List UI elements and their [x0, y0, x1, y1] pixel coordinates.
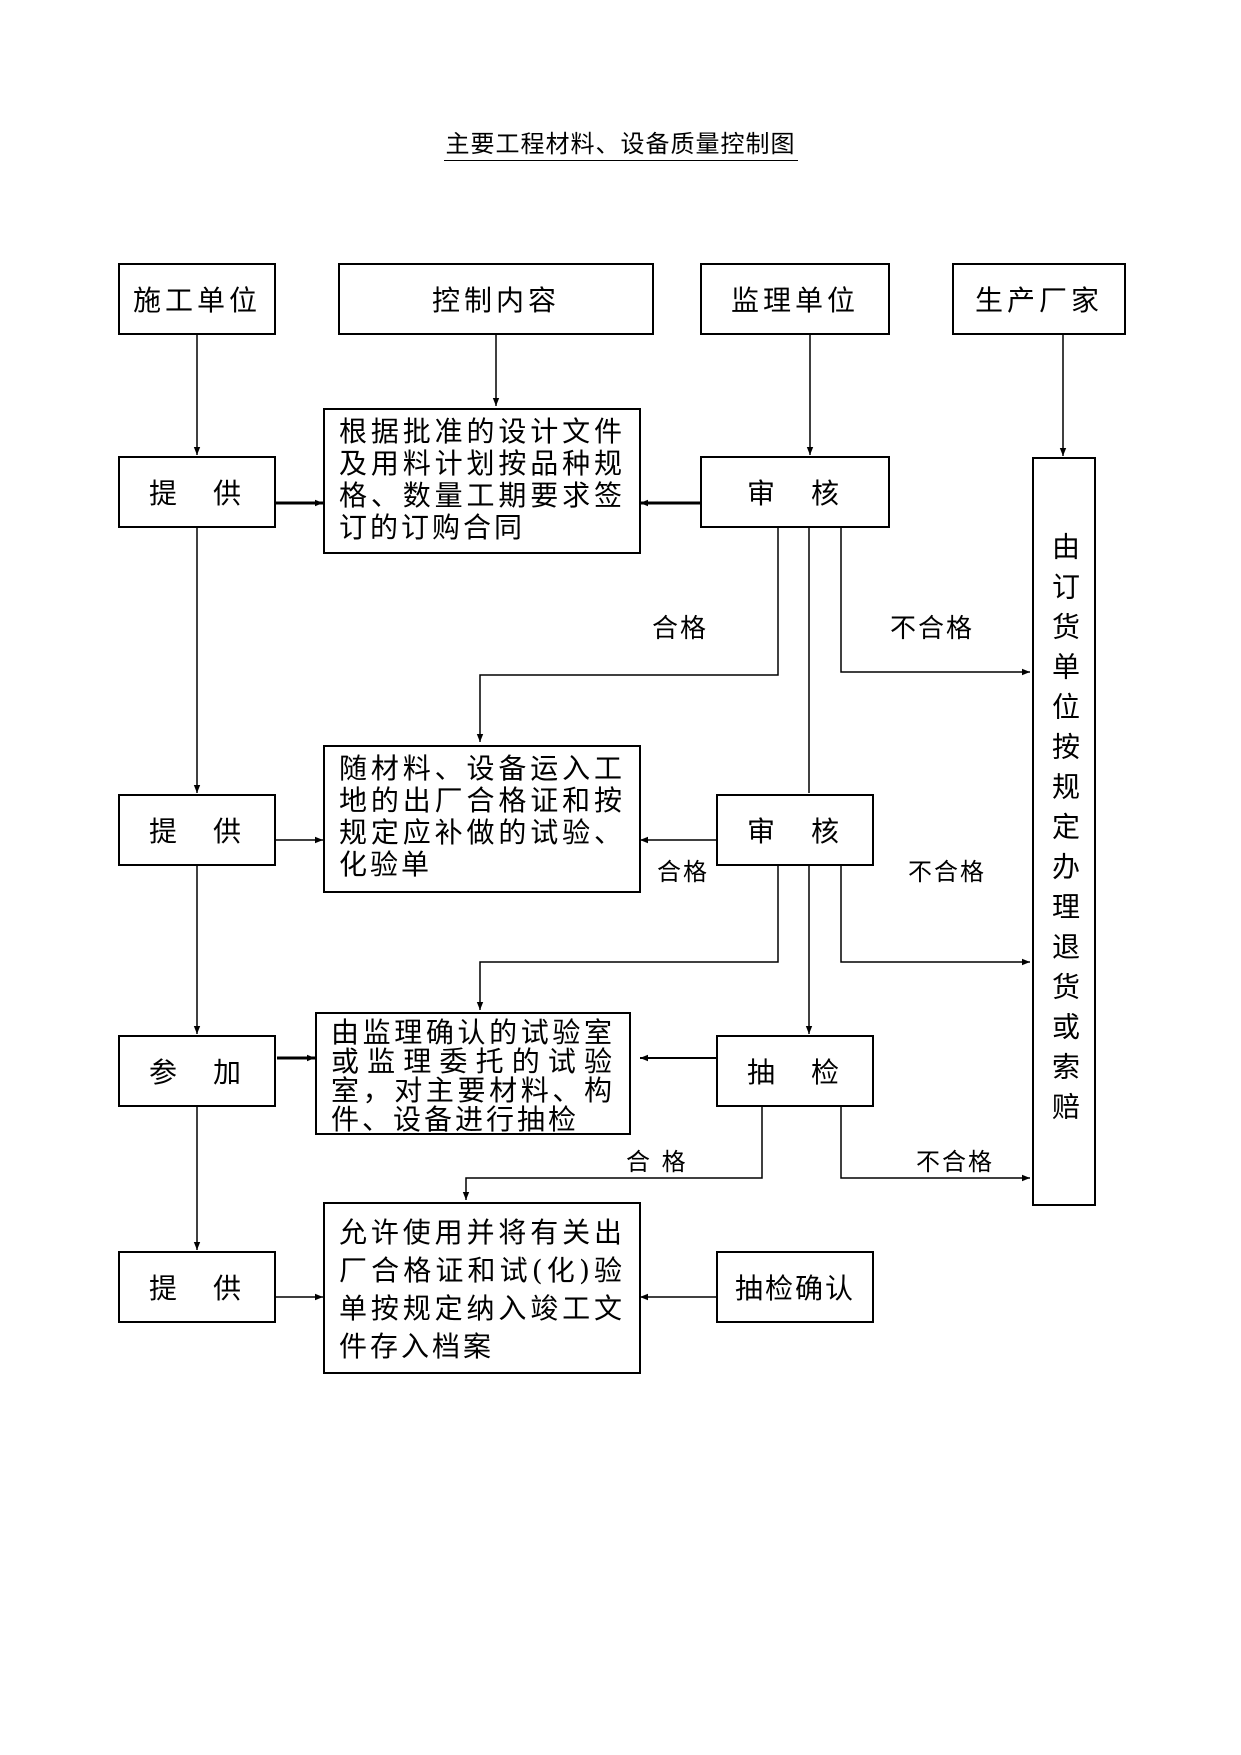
header-contractor-label: 施工单位: [132, 284, 261, 317]
route-fail-1: [840, 527, 1030, 676]
content-step-archive: 允许使用并将有关出厂合格证和试(化)验单按规定纳入竣工文件存入档案: [323, 1202, 641, 1374]
supervisor-step-sampling: 抽 检: [716, 1035, 874, 1107]
edge-label-fail-1: 不合格: [890, 614, 975, 644]
content-step-contract: 根据批准的设计文件及用料计划按品种规格、数量工期要求签订的订购合同: [323, 408, 641, 554]
supervisor-step-label: 审 核: [746, 815, 843, 848]
contractor-step-label: 提 供: [148, 815, 245, 848]
supervisor-step-label: 审 核: [746, 477, 843, 510]
edge-label-pass-3: 合 格: [626, 1148, 688, 1176]
contractor-step-label: 参 加: [148, 1056, 245, 1089]
contractor-step-participate: 参 加: [118, 1035, 276, 1107]
diagram-title-text: 主要工程材料、设备质量控制图: [443, 130, 798, 161]
supervisor-step-label: 抽检确认: [734, 1272, 855, 1305]
edge-label-fail-2: 不合格: [908, 858, 986, 886]
manufacturer-action: 由订货单位按规定办理退货或索赔: [1032, 457, 1096, 1206]
route-pass-1: [476, 527, 779, 742]
supervisor-step-confirm: 抽检确认: [716, 1251, 874, 1323]
contractor-step-label: 提 供: [148, 1272, 245, 1305]
route-pass-2: [476, 865, 779, 1010]
diagram-title: 主要工程材料、设备质量控制图: [0, 124, 1241, 161]
route-fail-2: [840, 865, 1030, 966]
supervisor-step-review-2: 审 核: [716, 794, 874, 866]
supervisor-step-label: 抽 检: [746, 1056, 843, 1089]
header-manufacturer: 生产厂家: [952, 263, 1126, 335]
manufacturer-action-text: 由订货单位按规定办理退货或索赔: [1048, 531, 1081, 1132]
contractor-step-provide-3: 提 供: [118, 1251, 276, 1323]
supervisor-step-review-1: 审 核: [700, 456, 890, 528]
header-control-content: 控制内容: [338, 263, 654, 335]
contractor-step-label: 提 供: [148, 477, 245, 510]
route-pass-3: [462, 1106, 763, 1200]
content-step-text: 由监理确认的试验室或监理委托的试验室，对主要材料、构件、设备进行抽检: [331, 1016, 615, 1136]
route-fail-3: [840, 1106, 1030, 1182]
content-step-text: 根据批准的设计文件及用料计划按品种规格、数量工期要求签订的订购合同: [339, 415, 625, 544]
content-step-certificates: 随材料、设备运入工地的出厂合格证和按规定应补做的试验、化验单: [323, 745, 641, 893]
content-step-text: 随材料、设备运入工地的出厂合格证和按规定应补做的试验、化验单: [339, 752, 625, 881]
edge-label-pass-2: 合格: [657, 858, 709, 886]
edge-label-pass-1: 合格: [652, 614, 709, 644]
header-supervisor: 监理单位: [700, 263, 890, 335]
header-manufacturer-label: 生产厂家: [974, 284, 1103, 317]
header-contractor: 施工单位: [118, 263, 276, 335]
header-control-content-label: 控制内容: [431, 284, 560, 317]
contractor-step-provide-1: 提 供: [118, 456, 276, 528]
content-step-sampling: 由监理确认的试验室或监理委托的试验室，对主要材料、构件、设备进行抽检: [315, 1012, 631, 1135]
header-supervisor-label: 监理单位: [730, 284, 859, 317]
edge-label-fail-3: 不合格: [916, 1148, 994, 1176]
content-step-text: 允许使用并将有关出厂合格证和试(化)验单按规定纳入竣工文件存入档案: [339, 1216, 625, 1363]
contractor-step-provide-2: 提 供: [118, 794, 276, 866]
